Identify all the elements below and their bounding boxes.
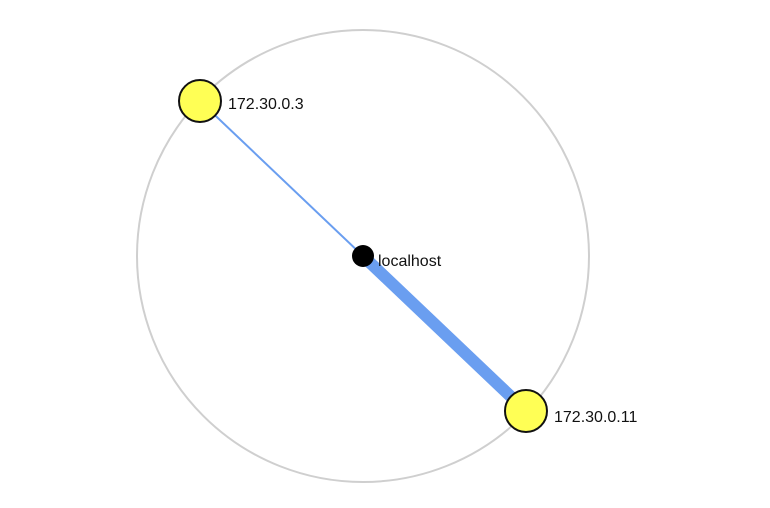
link-localhost-172-30-0-3[interactable]	[199, 100, 364, 257]
peer-node-172-30-0-3[interactable]	[178, 79, 222, 123]
center-node-label: localhost	[378, 253, 442, 270]
peer-node-172-30-0-11[interactable]	[504, 389, 548, 433]
center-node-localhost[interactable]	[352, 245, 374, 267]
link-localhost-172-30-0-11[interactable]	[358, 251, 531, 416]
peer-node-label-1: 172.30.0.3	[228, 96, 304, 113]
orbit-ring	[136, 29, 590, 483]
peer-node-label-2: 172.30.0.11	[554, 409, 637, 426]
